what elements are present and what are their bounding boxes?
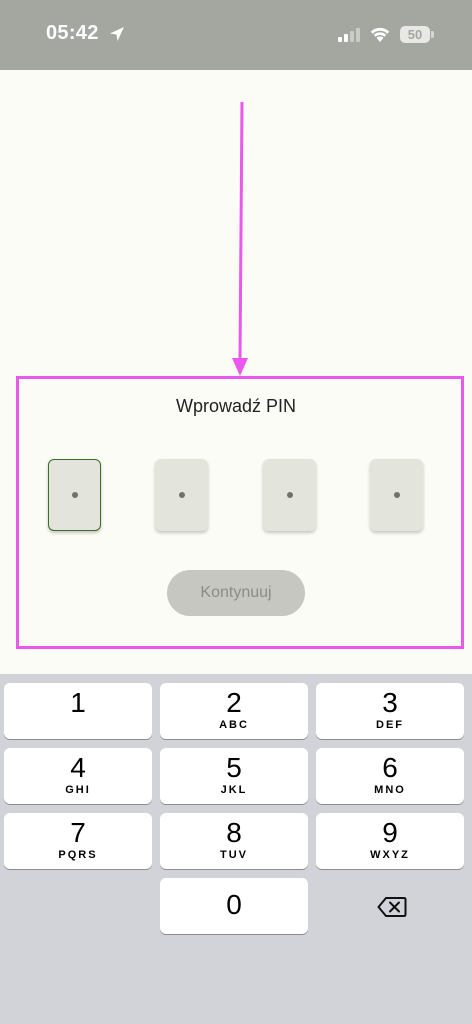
key-7[interactable]: 7 PQRS bbox=[4, 813, 152, 869]
key-letters: WXYZ bbox=[370, 849, 410, 861]
key-9[interactable]: 9 WXYZ bbox=[316, 813, 464, 869]
battery-level: 50 bbox=[407, 27, 423, 42]
key-letters: ABC bbox=[219, 719, 249, 731]
key-6[interactable]: 6 MNO bbox=[316, 748, 464, 804]
key-digit: 4 bbox=[70, 752, 86, 783]
key-digit: 5 bbox=[226, 752, 242, 783]
key-5[interactable]: 5 JKL bbox=[160, 748, 308, 804]
key-3[interactable]: 3 DEF bbox=[316, 683, 464, 739]
key-4[interactable]: 4 GHI bbox=[4, 748, 152, 804]
continue-button[interactable]: Kontynuuj bbox=[167, 570, 305, 616]
pin-placeholder-dot bbox=[286, 492, 293, 498]
key-digit: 0 bbox=[226, 889, 242, 920]
cellular-signal-icon bbox=[338, 28, 360, 42]
annotation-highlight-box bbox=[16, 376, 464, 649]
pin-digit-box-4[interactable] bbox=[370, 459, 423, 531]
key-digit: 2 bbox=[226, 687, 242, 718]
pin-digit-box-3[interactable] bbox=[263, 459, 316, 531]
wifi-icon bbox=[370, 27, 390, 42]
battery-icon: 50 bbox=[400, 26, 434, 43]
status-bar: 05:42 50 bbox=[0, 0, 472, 70]
key-8[interactable]: 8 TUV bbox=[160, 813, 308, 869]
pin-placeholder-dot bbox=[71, 492, 78, 498]
key-digit: 1 bbox=[70, 687, 86, 718]
key-letters: TUV bbox=[220, 849, 248, 861]
backspace-icon bbox=[377, 897, 407, 917]
battery-cap bbox=[431, 31, 434, 38]
key-digit: 6 bbox=[382, 752, 398, 783]
pin-placeholder-dot bbox=[178, 492, 185, 498]
key-digit: 9 bbox=[382, 817, 398, 848]
key-digit: 3 bbox=[382, 687, 398, 718]
key-digit: 7 bbox=[70, 817, 86, 848]
pin-digit-box-1[interactable] bbox=[48, 459, 101, 531]
key-digit: 8 bbox=[226, 817, 242, 848]
pin-digit-box-2[interactable] bbox=[155, 459, 208, 531]
key-1[interactable]: 1 bbox=[4, 683, 152, 739]
key-letters: JKL bbox=[220, 784, 248, 796]
delete-key[interactable] bbox=[316, 878, 464, 934]
pin-title: Wprowadź PIN bbox=[175, 396, 297, 416]
key-letters: PQRS bbox=[58, 849, 98, 861]
key-2[interactable]: 2 ABC bbox=[160, 683, 308, 739]
status-time: 05:42 bbox=[46, 22, 99, 44]
annotation-arrow bbox=[232, 101, 248, 376]
pin-placeholder-dot bbox=[393, 492, 400, 498]
key-0[interactable]: 0 bbox=[160, 878, 308, 934]
location-arrow-icon bbox=[110, 27, 124, 41]
key-letters: DEF bbox=[376, 719, 404, 731]
battery-body: 50 bbox=[400, 26, 430, 43]
key-letters: GHI bbox=[65, 784, 91, 796]
key-letters: MNO bbox=[374, 784, 406, 796]
